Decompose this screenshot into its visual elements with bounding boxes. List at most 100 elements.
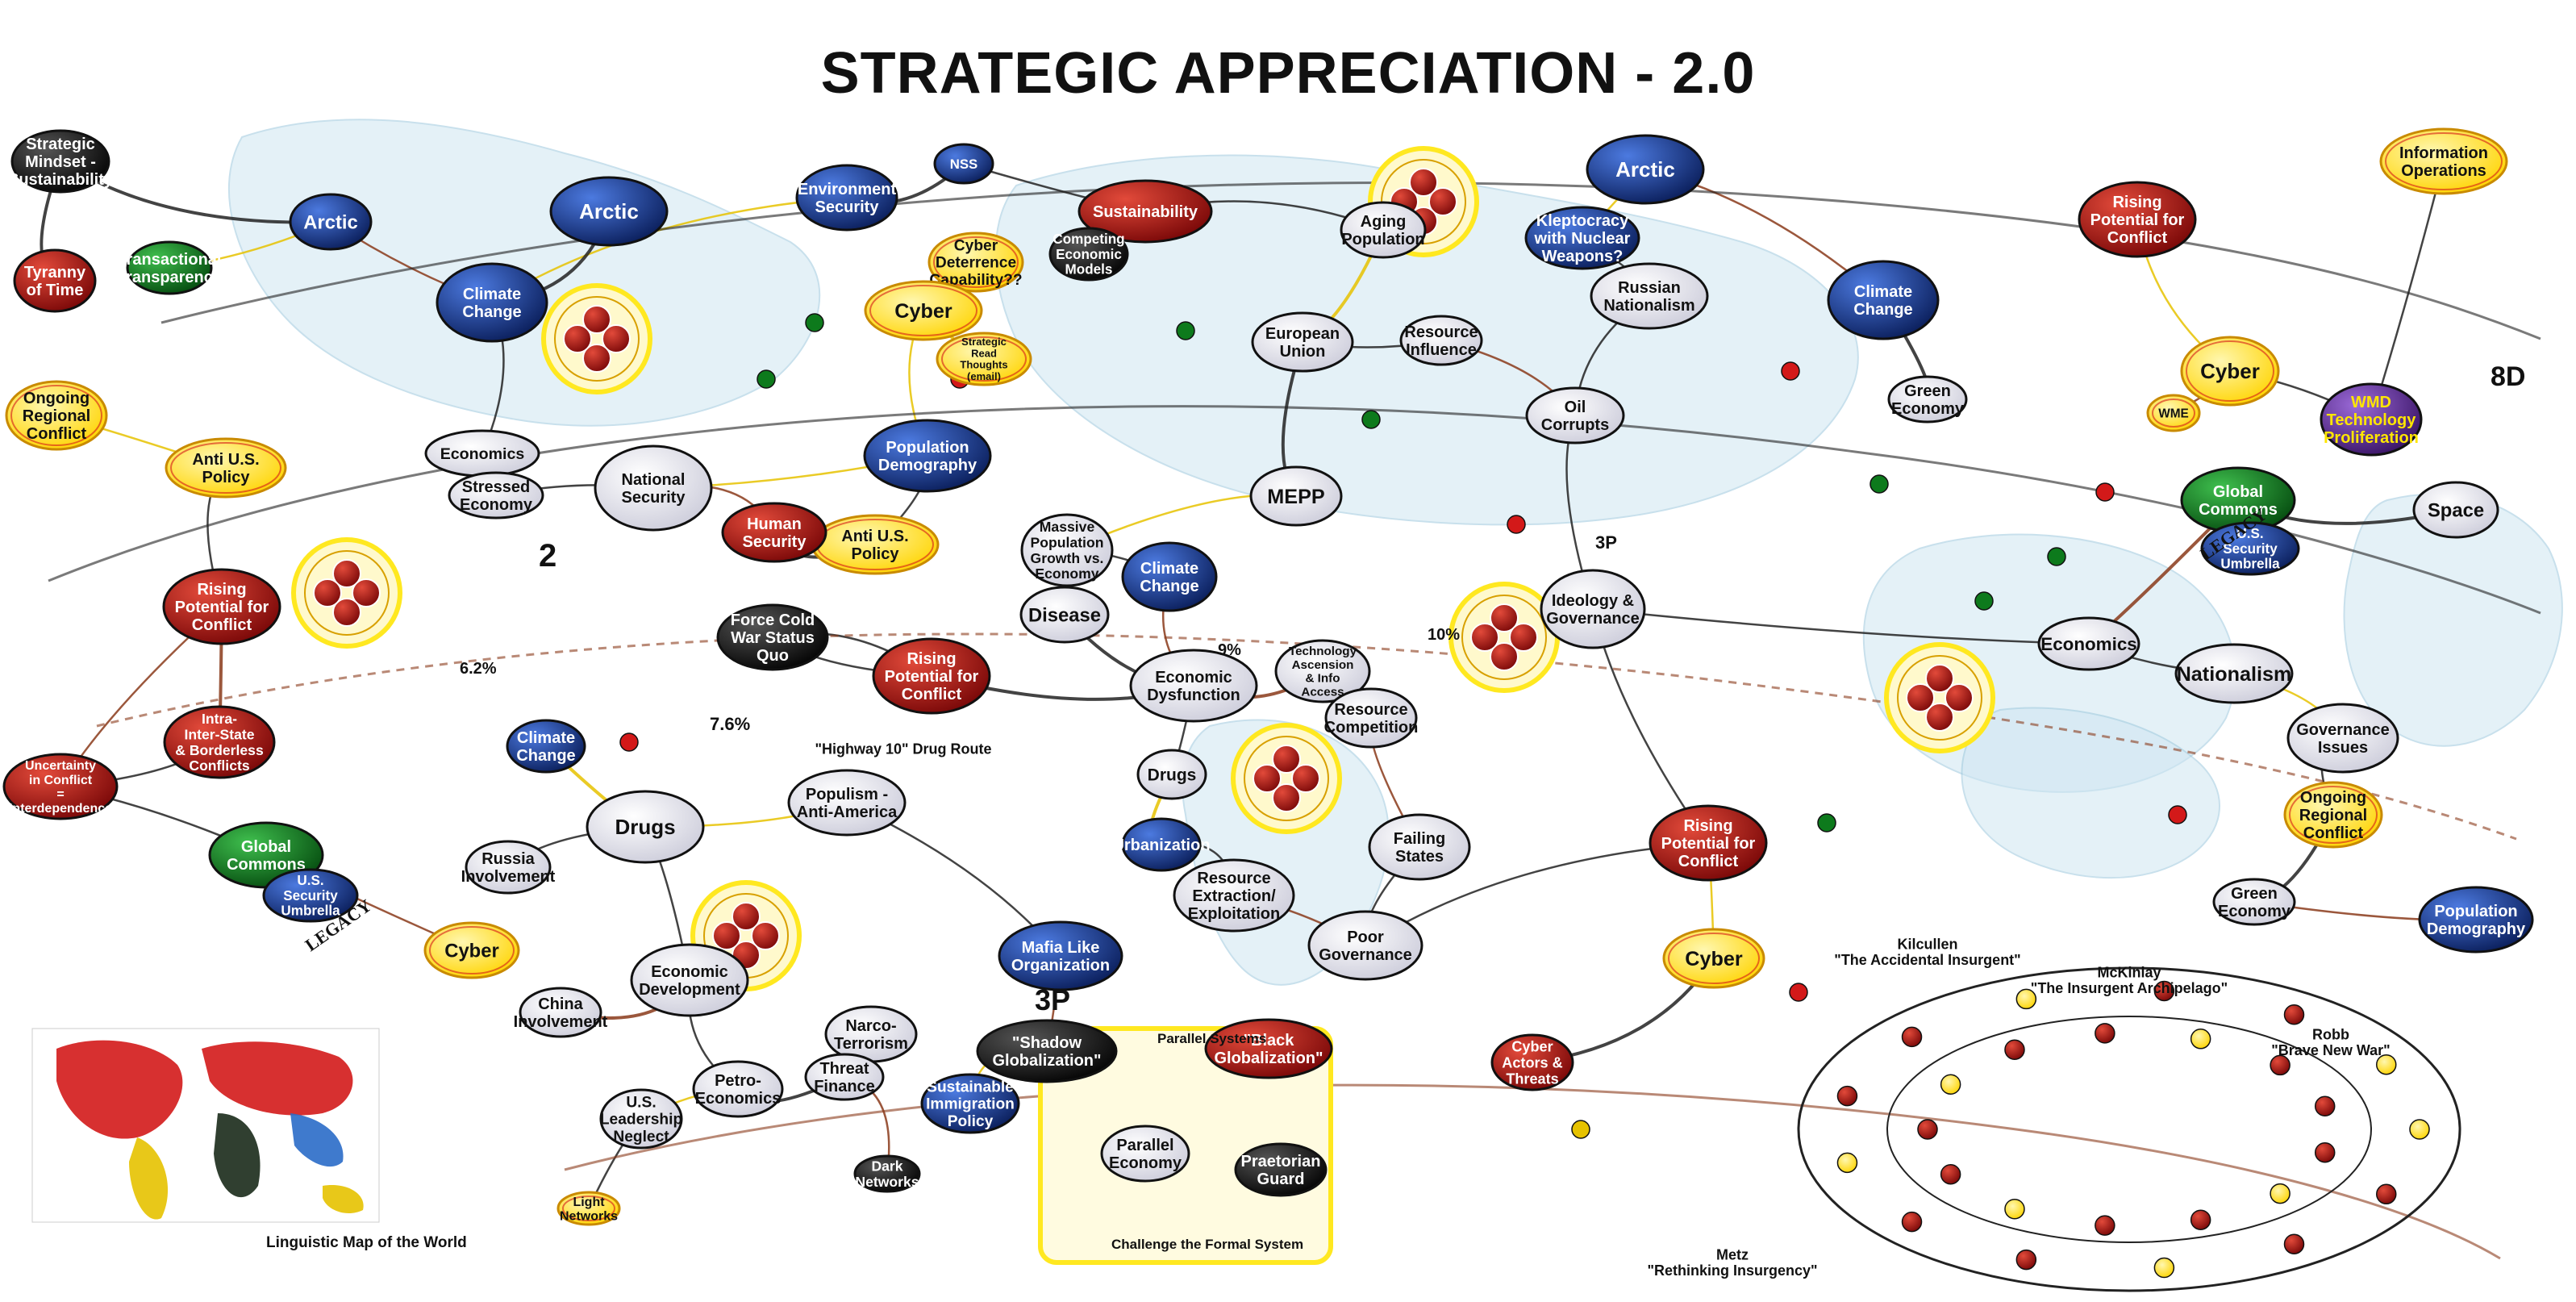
node-kilcullen[interactable]: Kilcullen"The Accidental Insurgent" (1834, 936, 2020, 968)
node-petro-economics[interactable]: Petro-Economics (692, 1060, 784, 1118)
node-economics-2[interactable]: Economics (2037, 616, 2140, 671)
node-highway-10[interactable]: "Highway 10" Drug Route (815, 741, 991, 757)
node-ideology-governance[interactable]: Ideology &Governance (1540, 569, 1646, 649)
node-anti-us-policy-1[interactable]: Anti U.S.Policy (165, 437, 287, 499)
node-sustainability[interactable]: Sustainability (1078, 179, 1213, 244)
node-drugs-1[interactable]: Drugs (586, 790, 705, 864)
node-anti-us-policy-2[interactable]: Anti U.S.Policy (811, 514, 940, 575)
node-populism[interactable]: Populism -Anti-America (787, 769, 907, 837)
node-arctic-1[interactable]: Arctic (289, 193, 373, 251)
marker-dot-11 (1789, 983, 1808, 1002)
node-cyber-2[interactable]: Cyber (2180, 336, 2280, 407)
node-cyber-3[interactable]: Cyber (423, 921, 520, 979)
node-arctic-3[interactable]: Arctic (1586, 134, 1705, 205)
node-arctic-2[interactable]: Arctic (549, 176, 669, 247)
node-nationalism[interactable]: Nationalism (2174, 643, 2294, 704)
node-nss[interactable]: NSS (933, 143, 994, 185)
node-wme[interactable]: WME (2146, 394, 2201, 432)
node-space[interactable]: Space (2412, 481, 2499, 539)
node-cyber-1[interactable]: Cyber (864, 280, 983, 341)
node-disease[interactable]: Disease (1019, 586, 1110, 644)
node-mckinlay[interactable]: McKinlay"The Insurgent Archipelago" (2031, 964, 2228, 996)
node-drugs-2[interactable]: Drugs (1136, 749, 1207, 800)
node-metz[interactable]: Metz"Rethinking Insurgency" (1647, 1246, 1817, 1279)
link-information-to-wmd-tech (2370, 161, 2445, 420)
node-urbanization[interactable]: Urbanization (1112, 817, 1211, 872)
node-robb[interactable]: Robb"Brave New War" (2271, 1026, 2390, 1058)
node-economics-1[interactable]: Economics (424, 429, 540, 478)
four-circle-cluster-3 (291, 537, 402, 649)
node-mepp[interactable]: MEPP (1249, 465, 1343, 527)
marker-dot-10 (1817, 813, 1836, 833)
node-cyber-4[interactable]: Cyber (1662, 928, 1765, 989)
pct-label-2: 10% (1428, 626, 1460, 644)
